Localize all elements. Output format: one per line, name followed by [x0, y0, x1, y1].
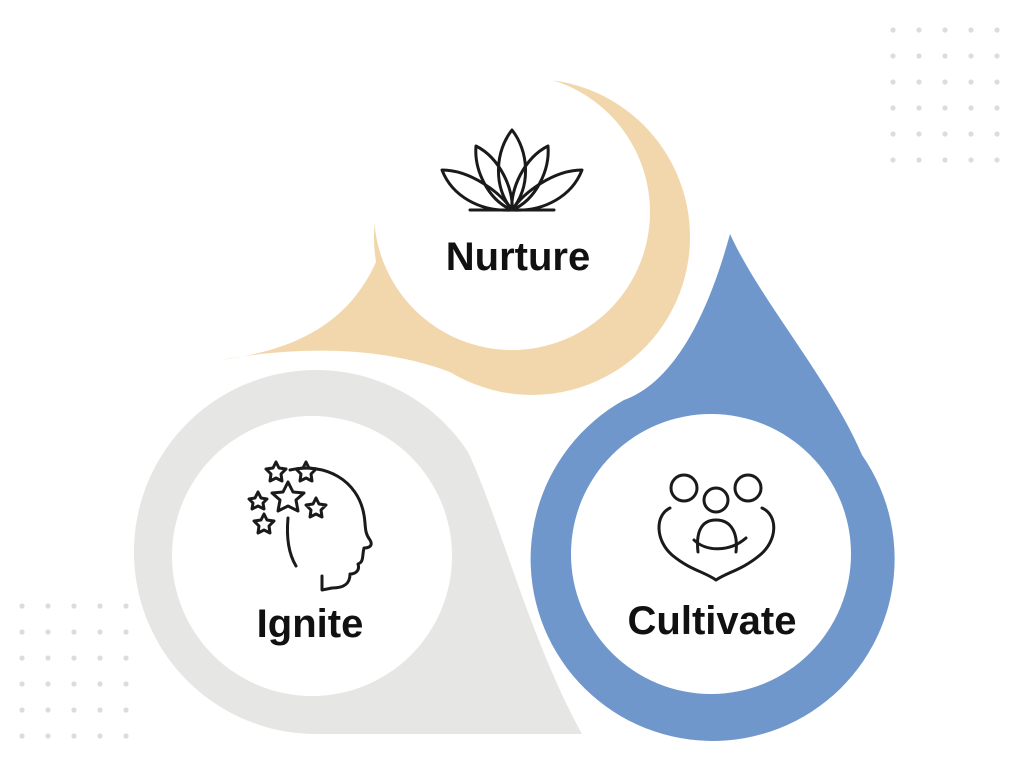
decorative-dot	[942, 105, 948, 111]
decorative-dot	[890, 131, 896, 137]
ignite-label: Ignite	[257, 602, 364, 646]
nurture-label: Nurture	[446, 235, 590, 279]
decorative-dot	[916, 79, 922, 85]
decorative-dot	[45, 707, 51, 713]
decorative-dot	[71, 681, 77, 687]
decorative-dot	[968, 53, 974, 59]
node-nurture: Nurture	[220, 74, 691, 395]
head-stars-icon	[247, 460, 373, 592]
decorative-dot	[890, 27, 896, 33]
decorative-dot	[968, 105, 974, 111]
family-heart-icon	[657, 473, 776, 582]
node-cultivate: Cultivate	[530, 234, 895, 741]
decorative-dot	[19, 603, 25, 609]
decorative-dot	[45, 733, 51, 739]
decorative-dot	[71, 603, 77, 609]
decorative-dot	[916, 131, 922, 137]
decorative-dot	[97, 655, 103, 661]
nurture-inner-circle	[374, 74, 650, 350]
decorative-dot	[19, 733, 25, 739]
decorative-dot	[890, 53, 896, 59]
decorative-dot	[890, 105, 896, 111]
decorative-dot	[97, 707, 103, 713]
decorative-dot	[123, 655, 129, 661]
lotus-icon	[440, 128, 584, 212]
decorative-dot	[97, 603, 103, 609]
decorative-dot	[45, 655, 51, 661]
decorative-dot	[968, 131, 974, 137]
decorative-dot	[71, 655, 77, 661]
decorative-dot	[123, 681, 129, 687]
decorative-dot	[916, 53, 922, 59]
decorative-dot	[890, 157, 896, 163]
cultivate-inner-circle	[571, 414, 851, 694]
decorative-dot	[19, 681, 25, 687]
node-ignite: Ignite	[133, 370, 582, 735]
decorative-dot	[19, 629, 25, 635]
ignite-inner-circle	[172, 416, 452, 696]
decorative-dot	[890, 79, 896, 85]
decorative-dot	[994, 157, 1000, 163]
decorative-dot	[994, 131, 1000, 137]
dot-grid-top-right	[890, 27, 1000, 163]
decorative-dot	[123, 603, 129, 609]
cultivate-label: Cultivate	[628, 599, 797, 643]
decorative-dot	[123, 629, 129, 635]
decorative-dot	[45, 629, 51, 635]
decorative-dot	[942, 27, 948, 33]
decorative-dot	[123, 707, 129, 713]
decorative-dot	[942, 157, 948, 163]
decorative-dot	[97, 733, 103, 739]
decorative-dot	[968, 27, 974, 33]
decorative-dot	[942, 53, 948, 59]
decorative-dot	[19, 655, 25, 661]
decorative-dot	[45, 681, 51, 687]
decorative-dot	[123, 733, 129, 739]
decorative-dot	[19, 707, 25, 713]
decorative-dot	[916, 27, 922, 33]
decorative-dot	[994, 27, 1000, 33]
decorative-dot	[45, 603, 51, 609]
decorative-dot	[71, 629, 77, 635]
decorative-dot	[994, 79, 1000, 85]
decorative-dot	[97, 629, 103, 635]
decorative-dot	[916, 105, 922, 111]
dot-grid-bottom-left	[19, 603, 129, 739]
decorative-dot	[942, 131, 948, 137]
decorative-dot	[916, 157, 922, 163]
decorative-dot	[71, 707, 77, 713]
decorative-dot	[71, 733, 77, 739]
decorative-dot	[97, 681, 103, 687]
decorative-dot	[968, 157, 974, 163]
decorative-dot	[994, 53, 1000, 59]
decorative-dot	[942, 79, 948, 85]
decorative-dot	[994, 105, 1000, 111]
decorative-dot	[968, 79, 974, 85]
